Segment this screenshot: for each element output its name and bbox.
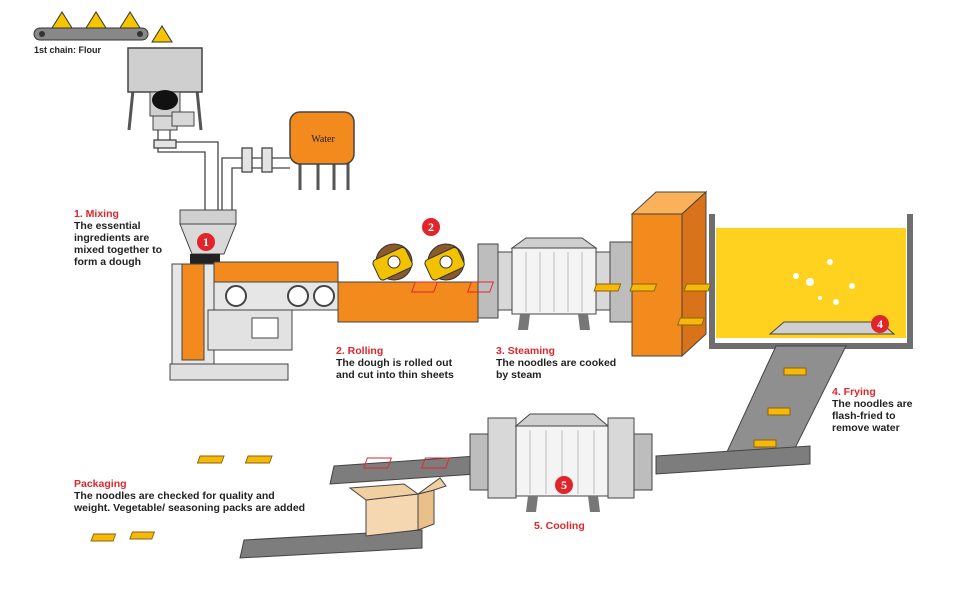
step-mixing-title: 1. Mixing [74,208,119,220]
step-steaming-desc: The noodles are cooked by steam [496,357,617,381]
step-steaming-title: 3. Steaming [496,345,555,357]
step-frying-desc: The noodles are flash-fried to remove wa… [832,398,913,434]
step-rolling-title: 2. Rolling [336,345,384,357]
step-steaming-label: 3. Steaming The noodles are cooked by st… [496,345,616,381]
step-packaging-title: Packaging [74,478,127,490]
step-cooling-label: 5. Cooling [534,520,585,532]
fryer-tank [593,214,913,349]
step-5-number: 5 [561,478,567,492]
rolling-machine [337,218,479,323]
flour-label: 1st chain: Flour [34,45,102,55]
step-mixing-desc: The essential ingredients are mixed toge… [74,220,163,268]
step-frying-label: 4. Frying The noodles are flash-fried to… [832,386,913,434]
inclined-conveyor [725,345,847,455]
step-packaging-desc: The noodles are checked for quality and … [74,490,306,514]
flour-hopper [127,47,203,131]
pipes [153,130,290,210]
step-cooling-title: 5. Cooling [534,520,585,532]
fryer-feed-block [630,190,708,358]
packaging-line [90,477,447,559]
mixer-machine [169,209,339,381]
step-frying-title: 4. Frying [832,386,876,398]
water-tank [289,111,355,190]
step-mixing-label: 1. Mixing The essential ingredients are … [74,208,162,268]
step-packaging-label: Packaging The noodles are checked for qu… [74,478,305,514]
step-rolling-label: 2. Rolling The dough is rolled out and c… [336,345,454,381]
water-label: Water [311,134,335,145]
flour-conveyor [33,11,173,43]
steamer-machine [411,237,633,330]
step-2-number: 2 [428,220,434,234]
step-1-number: 1 [203,235,209,249]
step-4-number: 4 [877,317,883,331]
step-rolling-desc: The dough is rolled out and cut into thi… [336,357,454,381]
cooling-line [196,413,811,512]
